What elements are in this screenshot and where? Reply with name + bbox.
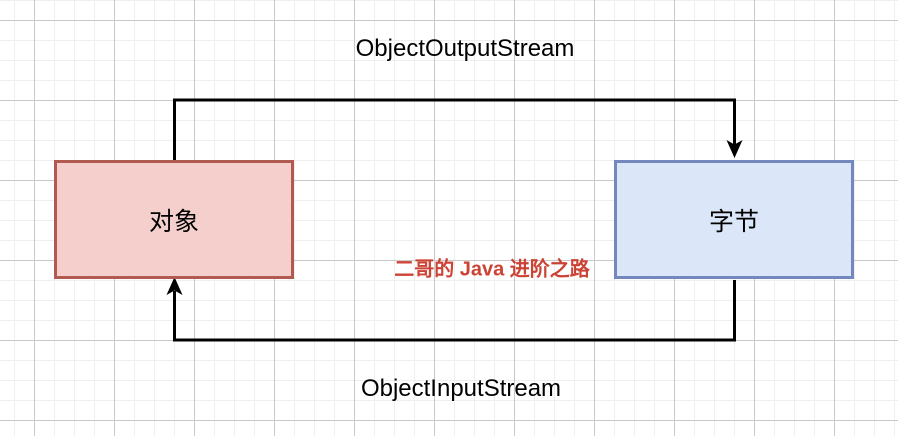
bytes-node-label: 字节 (708, 207, 759, 236)
object-node-label: 对象 (148, 207, 199, 236)
serialize-flow-label: ObjectOutputStream (355, 35, 575, 62)
deserialize-flow-label: ObjectInputStream (360, 375, 562, 402)
arrowhead-up-icon (166, 277, 183, 295)
watermark-text: 二哥的 Java 进阶之路 (394, 258, 590, 281)
serialize-connector (173, 98, 736, 160)
object-node: 对象 (54, 160, 294, 279)
deserialize-connector (173, 280, 736, 342)
arrowhead-down-icon (726, 140, 743, 158)
bytes-node: 字节 (614, 160, 854, 279)
